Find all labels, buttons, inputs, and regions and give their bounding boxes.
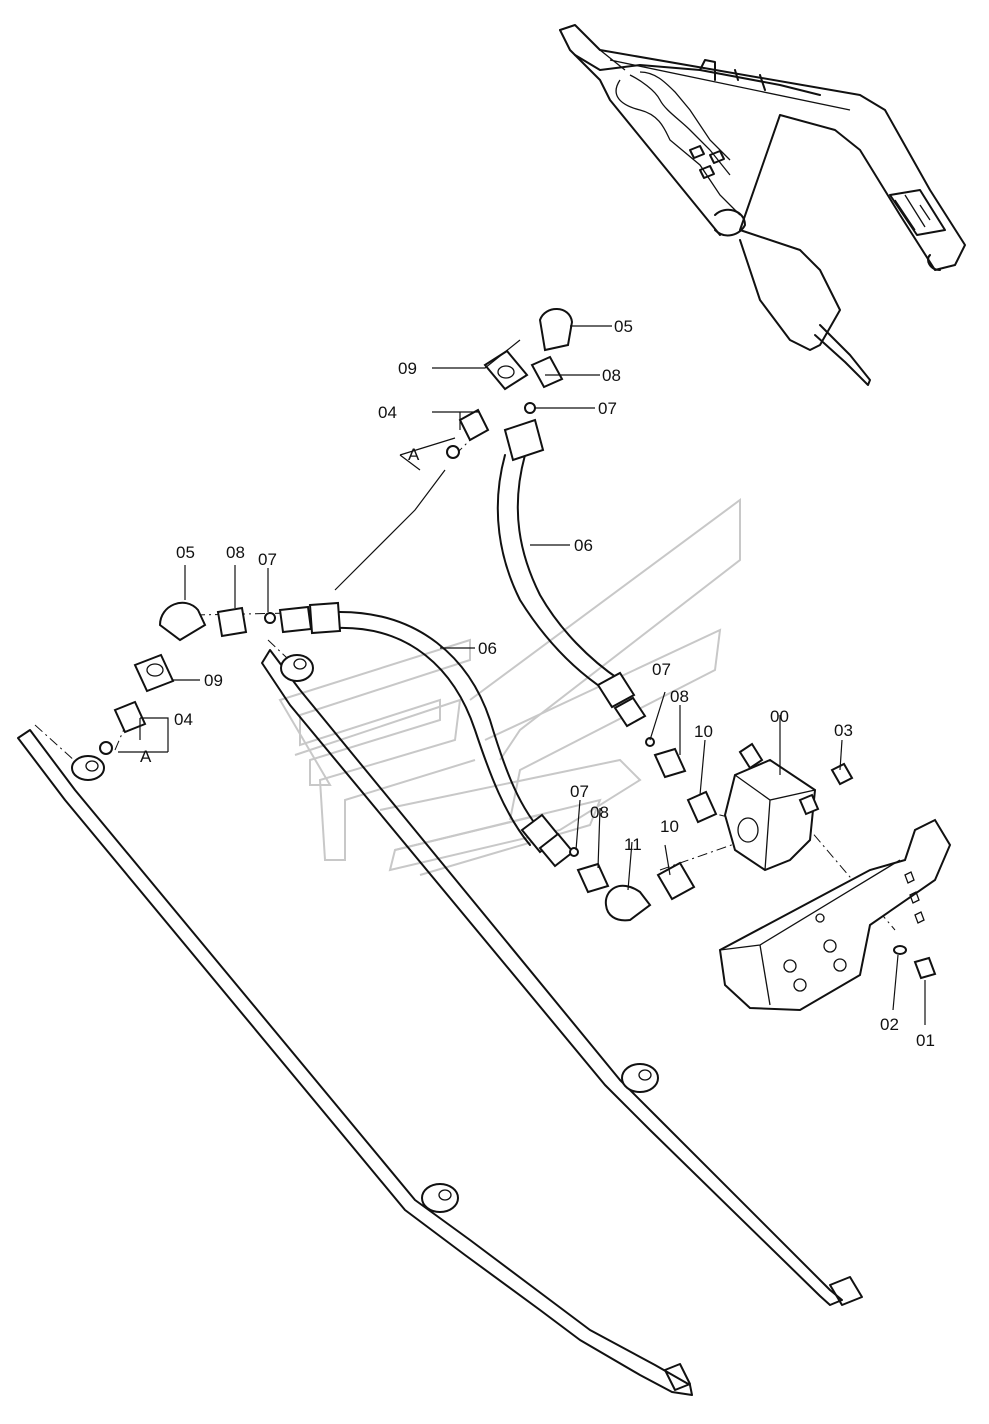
nut-09	[483, 349, 529, 391]
label-ref-a: A	[140, 747, 152, 766]
label-10: 10	[660, 817, 679, 836]
label-04: 04	[378, 403, 397, 422]
fitting-10	[686, 790, 718, 824]
hose-fitting	[308, 601, 342, 635]
fitting-10	[656, 861, 696, 901]
hose-fitting	[503, 418, 545, 462]
oring-A	[446, 445, 460, 459]
adapter-08	[576, 862, 610, 894]
pipe-clamp	[71, 755, 105, 781]
oring-07	[524, 402, 536, 414]
oring-07	[569, 847, 579, 857]
oring-A	[99, 741, 113, 755]
label-06: 06	[574, 536, 593, 555]
adapter-08	[530, 355, 564, 389]
plug	[738, 742, 764, 770]
label-05: 05	[176, 543, 195, 562]
adapter-08	[653, 747, 687, 779]
label-01: 01	[916, 1031, 935, 1050]
label-07: 07	[570, 782, 589, 801]
hose-06-upper	[496, 418, 647, 728]
adapter-08	[216, 606, 248, 638]
upper-fittings	[446, 308, 574, 459]
left-fittings	[99, 601, 276, 755]
elbow-11	[604, 885, 652, 922]
label-07: 07	[258, 550, 277, 569]
hose-06-lower	[278, 601, 575, 868]
label-09: 09	[204, 671, 223, 690]
mounting-bracket	[718, 818, 952, 1012]
valve-block-00	[723, 742, 854, 872]
label-11: 11	[624, 835, 642, 854]
excavator-arm-overview	[559, 24, 966, 386]
leader-lines	[118, 325, 926, 1025]
label-06: 06	[478, 639, 497, 658]
lower-fittings	[569, 737, 718, 922]
connector-04	[113, 700, 147, 734]
label-05: 05	[614, 317, 633, 336]
watermark-logo	[278, 498, 741, 876]
label-00: 00	[770, 707, 789, 726]
label-04: 04	[174, 710, 193, 729]
label-08: 08	[670, 687, 689, 706]
label-08: 08	[590, 803, 609, 822]
bolt-and-washer	[893, 945, 937, 980]
label-03: 03	[834, 721, 853, 740]
plug-03	[830, 762, 854, 786]
washer-02	[893, 945, 907, 955]
label-08: 08	[602, 366, 621, 385]
label-10: 10	[694, 722, 713, 741]
bolt-01	[913, 956, 937, 980]
connector-04	[458, 408, 490, 442]
part-labels: 05 09 08 04 07 A 06 05 08 07 06 09 04 A …	[140, 317, 935, 1050]
hose-nut	[278, 605, 313, 634]
hose-fitting	[596, 671, 636, 709]
label-02: 02	[880, 1015, 899, 1034]
label-07: 07	[652, 660, 671, 679]
left-pipe	[17, 729, 693, 1396]
label-09: 09	[398, 359, 417, 378]
nut-09	[133, 653, 175, 693]
label-08: 08	[226, 543, 245, 562]
oring-07	[264, 612, 276, 624]
label-ref-a: A	[408, 445, 420, 464]
hose-nut	[613, 696, 647, 728]
middle-pipe	[261, 649, 863, 1306]
label-07: 07	[598, 399, 617, 418]
elbow-05	[158, 601, 207, 642]
elbow-05	[538, 308, 574, 352]
